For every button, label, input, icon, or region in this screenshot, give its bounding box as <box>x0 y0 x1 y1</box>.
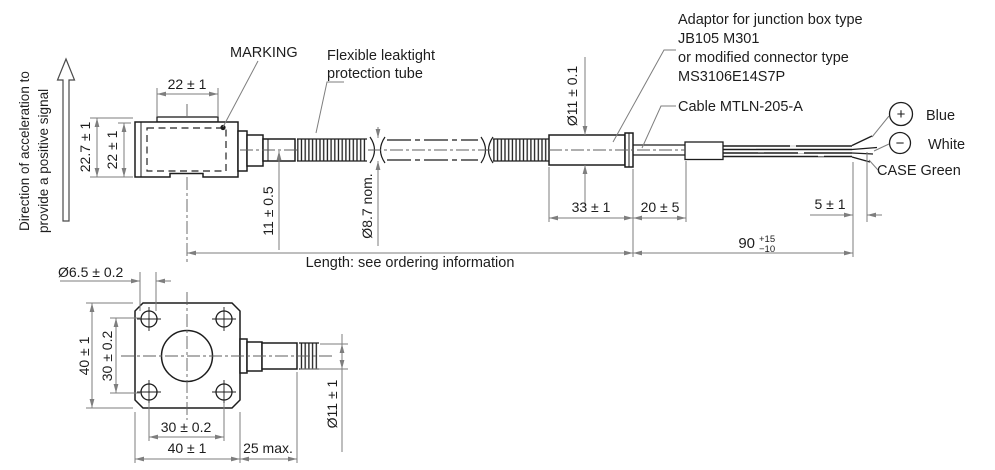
wire-bundle <box>723 145 852 158</box>
adaptor-label-line2: JB105 M301 <box>678 31 759 47</box>
dim-cable-length-tol-minus: −10 <box>759 244 775 255</box>
marking-dot <box>220 124 226 131</box>
tube-label-line1: Flexible leaktight <box>327 48 435 64</box>
marking-label: MARKING <box>230 45 298 61</box>
wire-color-negative: White <box>928 137 965 153</box>
dim-stud-diameter: Ø11 ± 1 <box>324 379 340 428</box>
dim-adaptor-length: 33 ± 1 <box>572 199 611 215</box>
cable-sleeve <box>684 141 724 161</box>
dim-body-height: 22.7 ± 1 <box>77 122 93 173</box>
adaptor-label-line1: Adaptor for junction box type <box>678 12 863 28</box>
wire-color-positive: Blue <box>926 108 955 124</box>
tube-interrupted-section <box>387 139 479 161</box>
front-view <box>134 302 319 409</box>
hole-center-marks <box>137 307 236 404</box>
dim-flange-width: 40 ± 1 <box>168 440 207 456</box>
length-note: Length: see ordering information <box>306 255 515 271</box>
marking-leader <box>222 60 259 128</box>
dim-cable-length-tol-plus: +15 <box>759 234 775 245</box>
case-leader <box>868 159 879 171</box>
centerlines <box>121 104 685 420</box>
dim-hole-pitch-vertical: 30 ± 0.2 <box>99 331 115 382</box>
cable-label: Cable MTLN-205-A <box>678 99 803 115</box>
tube-leader <box>315 81 344 134</box>
dim-tube-diameter: Ø8.7 nom. <box>359 173 375 238</box>
sensor-inner-dashed <box>146 127 227 172</box>
drawing-text: Direction of acceleration to provide a p… <box>17 12 965 456</box>
wire-case-label: CASE Green <box>877 163 961 179</box>
dim-wire-strip: 5 ± 1 <box>814 196 845 212</box>
dim-cable-length: 90 <box>738 235 755 252</box>
negative-symbol: − <box>896 135 905 152</box>
cable <box>633 144 685 156</box>
adaptor-label-line3: or modified connector type <box>678 50 849 66</box>
orientation-note-line2: provide a positive signal <box>36 89 51 233</box>
dimension-arrowheads <box>89 91 876 462</box>
adaptor-label-line4: MS3106E14S7P <box>678 69 785 85</box>
positive-leader <box>871 115 890 138</box>
wire-ends <box>851 135 878 163</box>
positive-symbol: + <box>897 106 906 123</box>
stud-neck <box>237 130 248 172</box>
dim-hole-diameter: Ø6.5 ± 0.2 <box>58 264 123 280</box>
protection-tube-section-2 <box>493 138 549 162</box>
orientation-note-line1: Direction of acceleration to <box>17 71 32 231</box>
tube-label-line2: protection tube <box>327 66 423 82</box>
adaptor-leader <box>612 49 676 143</box>
dim-body-inner-height: 22 ± 1 <box>104 130 120 169</box>
front-stud-nut <box>246 341 263 372</box>
protection-tube-section-1 <box>297 138 368 162</box>
dim-cable-tail: 20 ± 5 <box>641 199 680 215</box>
dim-adaptor-diameter: Ø11 ± 0.1 <box>564 66 580 127</box>
sensor-body <box>134 121 239 178</box>
cable-leader <box>641 105 676 149</box>
dim-hole-pitch-horizontal: 30 ± 0.2 <box>161 419 212 435</box>
dimension-lines <box>60 49 890 463</box>
negative-leader <box>873 143 890 152</box>
terminal-positive <box>888 101 914 127</box>
dim-stud-protrusion: 25 max. <box>243 440 293 456</box>
dim-flange-height: 40 ± 1 <box>76 336 92 375</box>
terminal-negative <box>888 131 912 155</box>
dim-stud-axis-offset: 11 ± 0.5 <box>260 186 276 236</box>
stud-nut <box>246 134 264 167</box>
flange-outline <box>134 302 241 409</box>
acceleration-direction-arrow <box>56 57 76 222</box>
dim-plate-width: 22 ± 1 <box>168 76 207 92</box>
